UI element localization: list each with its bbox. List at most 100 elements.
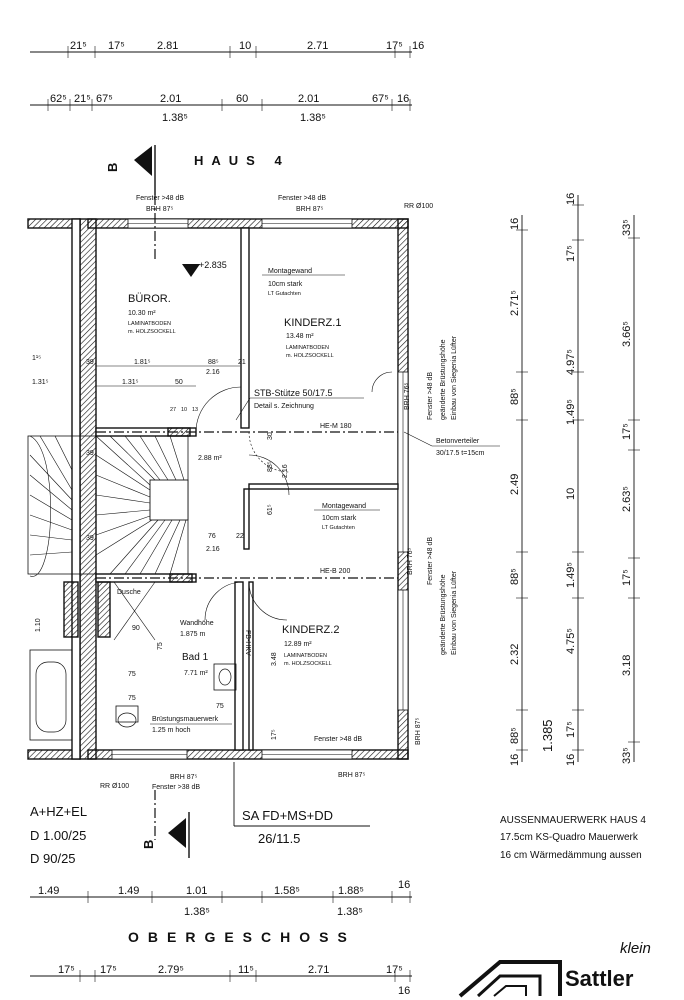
dim-label: 2.01	[160, 93, 181, 105]
note-text: STB-Stütze 50/17.5	[254, 388, 333, 398]
dim-label: 1.49⁵	[565, 399, 577, 425]
dim-label: 1.10	[35, 618, 42, 632]
brh-label: BRH 87⁵	[338, 772, 366, 779]
room-bad: Bad 1 7.71 m² Dusche 2.88 m²	[117, 455, 222, 677]
dim-label: 88⁵	[509, 388, 521, 405]
dim-label: 88⁵	[267, 461, 274, 472]
brh-label: BRH 87⁵	[415, 717, 422, 745]
level-label: +2.835	[199, 260, 227, 270]
dim-label: 2.63⁵	[621, 486, 633, 512]
room-name: BÜROR.	[128, 293, 171, 305]
room-kinder2: KINDERZ.2 12.89 m² LAMINATBODEN m. HOLZS…	[282, 624, 339, 667]
dim-label: 39	[86, 450, 94, 457]
window-label: Fenster >48 dB	[278, 195, 326, 202]
room-area: 7.71 m²	[184, 670, 208, 677]
section-letter: B	[105, 163, 120, 172]
dim-label: 1.31⁵	[32, 379, 49, 386]
note-text: Montagewand	[268, 268, 312, 275]
dim-label: 2.32	[509, 644, 521, 665]
note-text: 10cm stark	[322, 515, 357, 522]
legend-title: AUSSENMAUERWERK HAUS 4	[500, 815, 646, 826]
dim-label: 17⁵	[621, 423, 633, 440]
annotations: Montagewand 10cm stark LT Gutachten STB-…	[100, 268, 500, 791]
section-marker-bottom: B	[141, 812, 190, 858]
dim-label: 2.16	[206, 369, 220, 376]
room-floor: LAMINATBODEN	[284, 653, 327, 659]
beam-label: HE-B 200	[320, 568, 350, 575]
note-text: Detail s. Zeichnung	[254, 403, 314, 410]
top-dimension-chain-1: 21⁵ 17⁵ 2.81 10 2.71 17⁵ 16	[30, 40, 424, 58]
room-floor: m. HOLZSOCKELL	[284, 661, 332, 667]
room-buero: BÜROR. 10.30 m² LAMINATBODEN m. HOLZSOCK…	[128, 293, 176, 335]
dim-label: 2.71	[308, 964, 329, 976]
room-floor: LAMINATBODEN	[286, 345, 329, 351]
downpipe-label: RR Ø100	[100, 783, 129, 790]
dim-label: 1.01	[186, 885, 207, 897]
dim-label: 16	[509, 218, 521, 230]
dim-label: 1.38⁵	[184, 906, 210, 918]
dim-label: 1.38⁵	[300, 112, 326, 124]
dim-label: 1.38⁵	[162, 112, 188, 124]
left-callout: A+HZ+EL D 1.00/25 D 90/25	[30, 804, 87, 866]
signature: klein	[620, 940, 651, 957]
dim-label: 2.71⁵	[509, 290, 521, 316]
sa-value: 26/11.5	[258, 831, 300, 846]
dim-label: 21	[238, 359, 246, 366]
top-dimension-chain-2: 62⁵ 21⁵ 67⁵ 2.01 60 2.01 67⁵ 16 1.38⁵ 1.…	[30, 93, 412, 124]
walls	[27, 218, 409, 760]
sa-label: SA FD+MS+DD	[242, 808, 333, 823]
dim-label: 10	[565, 488, 577, 500]
dim-label: 17⁵	[58, 964, 75, 976]
right-dimension-chain-1: 16 2.71⁵ 88⁵ 2.49 88⁵ 2.32 88⁵ 16	[509, 215, 528, 766]
room-area: 13.48 m²	[286, 333, 314, 340]
note-text: FB-HKV	[244, 630, 251, 656]
sattler-logo: Sattler klein	[458, 940, 651, 998]
right-dimension-chain-3: 33⁵ 3.66⁵ 17⁵ 2.63⁵ 17⁵ 3.18 33⁵	[621, 215, 640, 764]
room-name: KINDERZ.1	[284, 317, 341, 329]
dim-label: 10	[181, 407, 187, 413]
dim-label: 11⁵	[238, 964, 254, 976]
brh-label: BRH 87⁵	[296, 206, 324, 213]
house-title: HAUS 4	[194, 153, 290, 168]
room-floor: m. HOLZSOCKELL	[128, 329, 176, 335]
dim-label: 30	[267, 432, 274, 440]
dim-label: 61⁵	[267, 504, 274, 515]
note-text: geänderte Brüstungshöhe	[440, 574, 447, 655]
dim-label: 75	[216, 703, 224, 710]
left-callout-line: D 1.00/25	[30, 828, 86, 843]
sa-callout: SA FD+MS+DD 26/11.5	[233, 762, 370, 846]
dim-label: 39	[86, 535, 94, 542]
dim-label: 2.01	[298, 93, 319, 105]
note-text: LT Gutachten	[268, 291, 301, 297]
dim-label: 21⁵	[70, 40, 87, 52]
dim-label: 33⁵	[621, 219, 633, 236]
dim-label: 17⁵	[565, 245, 577, 262]
room-area: 10.30 m²	[128, 310, 156, 317]
note-text: Montagewand	[322, 503, 366, 510]
note-text: Einbau von Siegenia Lüfter	[451, 335, 458, 420]
dim-label: 17⁵	[386, 964, 403, 976]
dim-label: 17⁵	[271, 729, 278, 740]
note-text: geänderte Brüstungshöhe	[440, 339, 447, 420]
bathroom-fixtures	[29, 581, 237, 741]
room-name: Bad 1	[182, 652, 209, 663]
dim-label: 16	[412, 40, 424, 52]
dim-label: 88⁵	[509, 568, 521, 585]
shower-label: Dusche	[117, 589, 141, 596]
dim-label: 67⁵	[372, 93, 389, 105]
dim-label: 1¹⁵	[32, 355, 41, 362]
dim-label: 16	[398, 985, 410, 997]
brand-name: Sattler	[565, 966, 634, 991]
dim-label: 17⁵	[100, 964, 117, 976]
legend-line: 17.5cm KS-Quadro Mauerwerk	[500, 832, 639, 843]
dim-label: 2.79⁵	[158, 964, 184, 976]
dim-label: 16	[398, 879, 410, 891]
dim-label: 2.81	[157, 40, 178, 52]
section-letter: B	[141, 840, 156, 849]
dim-label: 16	[397, 93, 409, 105]
note-text: 1.25 m hoch	[152, 727, 191, 734]
dim-label: 75	[157, 642, 164, 650]
dim-label: 62⁵	[50, 93, 67, 105]
beam-label: HE-M 180	[320, 423, 352, 430]
